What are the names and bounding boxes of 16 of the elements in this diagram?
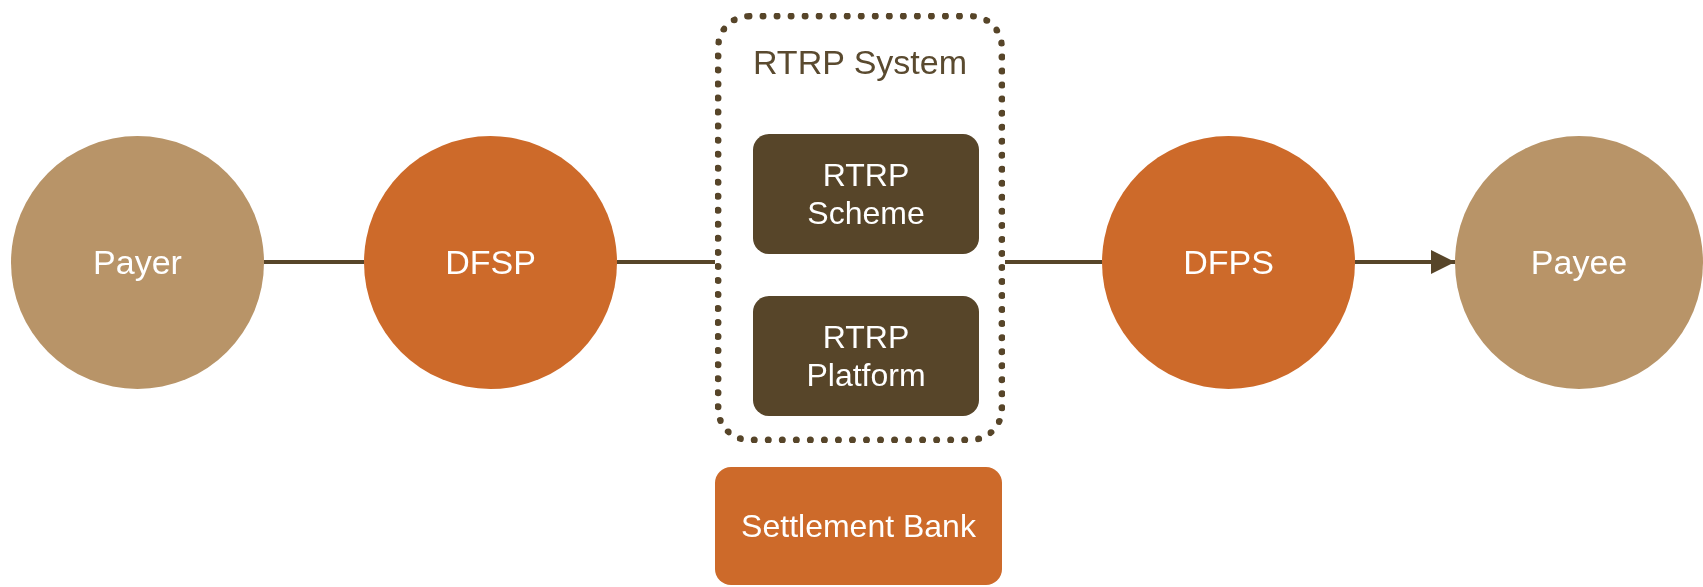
node-label: RTRP Platform	[805, 317, 927, 395]
arrow	[1355, 250, 1455, 274]
node-label: Settlement Bank	[741, 506, 976, 546]
node-label: DFSP	[445, 242, 536, 283]
node-label: Payer	[93, 242, 182, 283]
dotted-group-box	[715, 13, 1005, 443]
node-label: Payee	[1530, 242, 1628, 283]
process-box	[753, 296, 979, 416]
connector-line	[617, 260, 715, 264]
node-label: RTRP Scheme	[806, 155, 926, 233]
node-label: DFPS	[1183, 242, 1274, 283]
process-box	[715, 467, 1002, 585]
process-box	[753, 134, 979, 254]
group-title: RTRP System	[752, 42, 968, 83]
connector-line	[1005, 260, 1102, 264]
connector-line	[264, 260, 364, 264]
